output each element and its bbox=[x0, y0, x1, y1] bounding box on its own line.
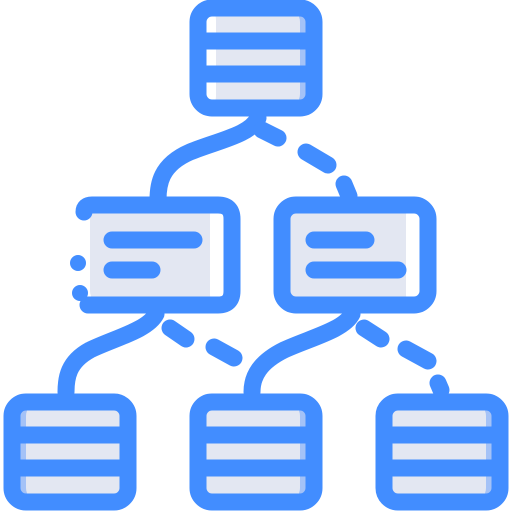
connector-dashed bbox=[297, 143, 337, 174]
connector-solid bbox=[149, 109, 267, 209]
card-icon-mid-left bbox=[70, 196, 241, 314]
database-icon-bottom-right bbox=[375, 393, 509, 511]
connectors bbox=[57, 109, 450, 401]
connector-dashed bbox=[429, 374, 450, 399]
connector-dashed bbox=[253, 121, 287, 147]
database-icon-bottom-center bbox=[189, 393, 323, 511]
database-icon-bottom-left bbox=[3, 393, 137, 511]
connector-dashed bbox=[205, 338, 243, 367]
card-icon-mid-right bbox=[273, 196, 437, 314]
connector-solid bbox=[57, 305, 165, 401]
connector-solid bbox=[243, 305, 361, 401]
connector-dashed bbox=[397, 340, 437, 370]
database-icon-top bbox=[189, 0, 323, 117]
connector-dashed bbox=[355, 319, 390, 348]
connector-dashed bbox=[161, 319, 195, 348]
connector-dashed bbox=[335, 175, 358, 205]
